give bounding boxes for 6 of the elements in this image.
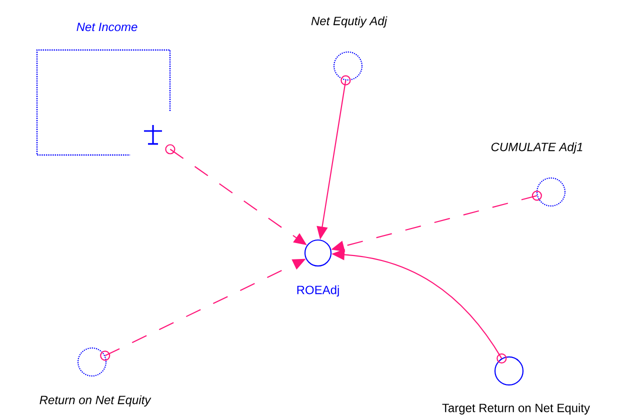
variable-label: Target Return on Net Equity	[442, 403, 590, 415]
variable-label: ROEAdj	[297, 285, 339, 297]
variable-label: CUMULATE Adj1	[491, 142, 582, 154]
variable-label: Return on Net Equity	[40, 395, 152, 407]
variable-label: Net Equtiy Adj	[311, 16, 388, 28]
variable-label: Net Income	[76, 22, 138, 32]
